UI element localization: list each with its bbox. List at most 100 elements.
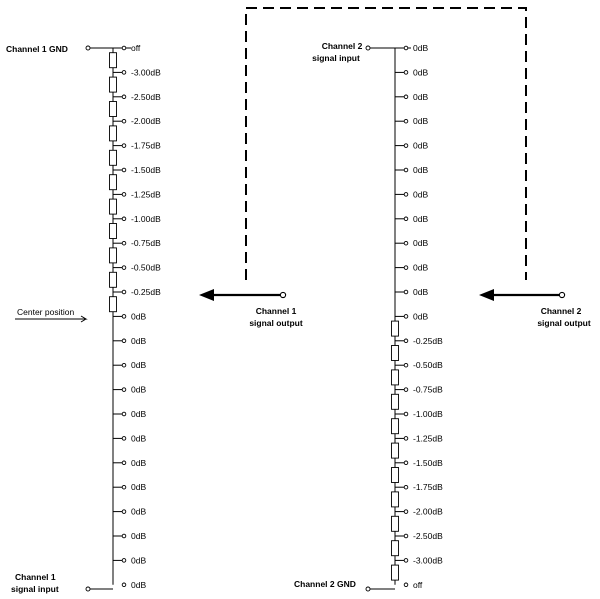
channel2-tap-label: 0dB xyxy=(413,165,428,175)
channel1-resistor xyxy=(109,247,117,264)
channel1-tap-label: 0dB xyxy=(131,531,146,541)
channel1-tap-contact xyxy=(121,94,127,100)
channel1-tap-contact xyxy=(121,411,127,417)
channel1-tap-label: 0dB xyxy=(131,580,146,590)
channel1-tap-label: 0dB xyxy=(131,458,146,468)
channel1-tap-contact xyxy=(121,265,127,270)
channel2-output-terminal xyxy=(558,291,566,299)
channel1-tap-contact xyxy=(121,240,127,246)
channel1-tap-contact xyxy=(121,289,127,295)
channel1-tap-label: 0dB xyxy=(131,482,146,492)
channel1-resistor xyxy=(109,174,117,191)
center-position-arrow xyxy=(15,315,88,323)
channel1-ladder: off-3.00dB-2.50dB-2.00dB-1.75dB-1.50dB-1… xyxy=(85,43,161,592)
channel2-tap-label: 0dB xyxy=(413,189,428,199)
channel2-tap-contact xyxy=(403,436,409,441)
channel1-resistor xyxy=(109,296,117,313)
channel2-tap-contact xyxy=(403,484,409,490)
mechanical-linkage xyxy=(245,7,527,280)
channel1-tap-contact xyxy=(121,558,127,563)
channel1-tap-contact xyxy=(121,509,127,514)
channel2-tap-label: -1.75dB xyxy=(413,482,443,492)
channel2-tap-label: -3.00dB xyxy=(413,555,443,565)
channel1-input-label-line2: signal input xyxy=(11,584,59,594)
channel1-tap-contact xyxy=(121,484,127,490)
channel2-tap-contact xyxy=(403,94,409,100)
channel2-tap-contact xyxy=(403,338,409,344)
channel1-tap-label: off xyxy=(131,43,141,53)
channel2-tap-label: -0.75dB xyxy=(413,385,443,395)
channel2-resistor xyxy=(391,418,399,435)
channel2-gnd-terminal xyxy=(365,586,371,592)
channel1-input-label-line1: Channel 1 xyxy=(15,572,56,582)
channel1-tap-label: -0.25dB xyxy=(131,287,161,297)
channel2-tap-contact xyxy=(403,558,409,563)
channel2-wiper xyxy=(479,289,566,301)
channel2-resistor xyxy=(391,467,399,483)
channel2-tap-contact xyxy=(403,143,409,148)
channel1-tap-contact xyxy=(121,338,127,344)
channel1-tap-label: 0dB xyxy=(131,555,146,565)
channel2-tap-label: -1.50dB xyxy=(413,458,443,468)
channel1-tap-label: -2.50dB xyxy=(131,92,161,102)
channel2-tap-contact xyxy=(403,118,409,124)
channel2-tap-label: 0dB xyxy=(413,67,428,77)
channel2-tap-label: 0dB xyxy=(413,214,428,224)
channel2-ladder: 0dB0dB0dB0dB0dB0dB0dB0dB0dB0dB0dB0dB-0.2… xyxy=(365,43,443,592)
channel2-tap-label: -1.25dB xyxy=(413,433,443,443)
channel2-tap-label: -0.25dB xyxy=(413,336,443,346)
channel2-resistor xyxy=(391,320,399,337)
channel1-tap-contact xyxy=(121,216,127,222)
channel2-resistor xyxy=(391,369,399,386)
channel1-tap-label: -2.00dB xyxy=(131,116,161,126)
channel1-tap-contact xyxy=(121,582,127,588)
channel1-gnd-terminal xyxy=(85,45,91,51)
channel2-tap-label: 0dB xyxy=(413,263,428,273)
channel2-tap-contact xyxy=(403,216,409,222)
channel2-output-label-line1: Channel 2 xyxy=(541,306,582,316)
channel2-tap-contact xyxy=(403,240,409,246)
channel2-tap-label: -1.00dB xyxy=(413,409,443,419)
channel1-resistor xyxy=(109,149,117,166)
channel2-resistor xyxy=(391,442,399,459)
channel2-tap-contact xyxy=(403,411,409,417)
channel2-wiper-arrow xyxy=(479,289,494,301)
channel2-tap-contact xyxy=(403,509,409,514)
channel2-tap-contact xyxy=(403,167,409,173)
channel2-resistor xyxy=(391,564,399,581)
channel2-tap-contact xyxy=(403,289,409,295)
channel1-resistor xyxy=(109,76,117,93)
channel2-tap-label: -2.50dB xyxy=(413,531,443,541)
channel1-output-label-line1: Channel 1 xyxy=(256,306,297,316)
channel1-tap-contact xyxy=(121,45,127,51)
channel1-resistor xyxy=(109,52,117,69)
channel1-wiper xyxy=(199,289,287,301)
channel2-tap-label: 0dB xyxy=(413,43,428,53)
channel1-tap-label: -1.75dB xyxy=(131,141,161,151)
channel1-input-terminal xyxy=(85,586,91,592)
channel2-tap-label: 0dB xyxy=(413,287,428,297)
channel2-resistor xyxy=(391,540,399,557)
channel1-output-terminal xyxy=(279,291,287,299)
channel1-output-label-line2: signal output xyxy=(249,318,303,328)
channel1-tap-label: 0dB xyxy=(131,311,146,321)
channel1-tap-contact xyxy=(121,314,127,319)
channel2-resistor xyxy=(391,515,399,532)
channel1-tap-contact xyxy=(121,70,127,75)
channel2-tap-label: 0dB xyxy=(413,311,428,321)
channel1-tap-label: 0dB xyxy=(131,360,146,370)
channel1-tap-label: 0dB xyxy=(131,507,146,517)
channel1-resistor xyxy=(109,223,117,239)
channel1-resistor xyxy=(109,125,117,142)
channel1-tap-contact xyxy=(121,192,127,197)
channel2-tap-contact xyxy=(403,582,409,588)
channel1-tap-label: -1.25dB xyxy=(131,189,161,199)
channel2-resistor xyxy=(391,393,399,410)
channel2-tap-label: 0dB xyxy=(413,141,428,151)
channel1-tap-label: 0dB xyxy=(131,433,146,443)
channel1-tap-label: -3.00dB xyxy=(131,67,161,77)
channel2-gnd-label: Channel 2 GND xyxy=(294,579,356,589)
channel1-tap-contact xyxy=(121,118,127,124)
